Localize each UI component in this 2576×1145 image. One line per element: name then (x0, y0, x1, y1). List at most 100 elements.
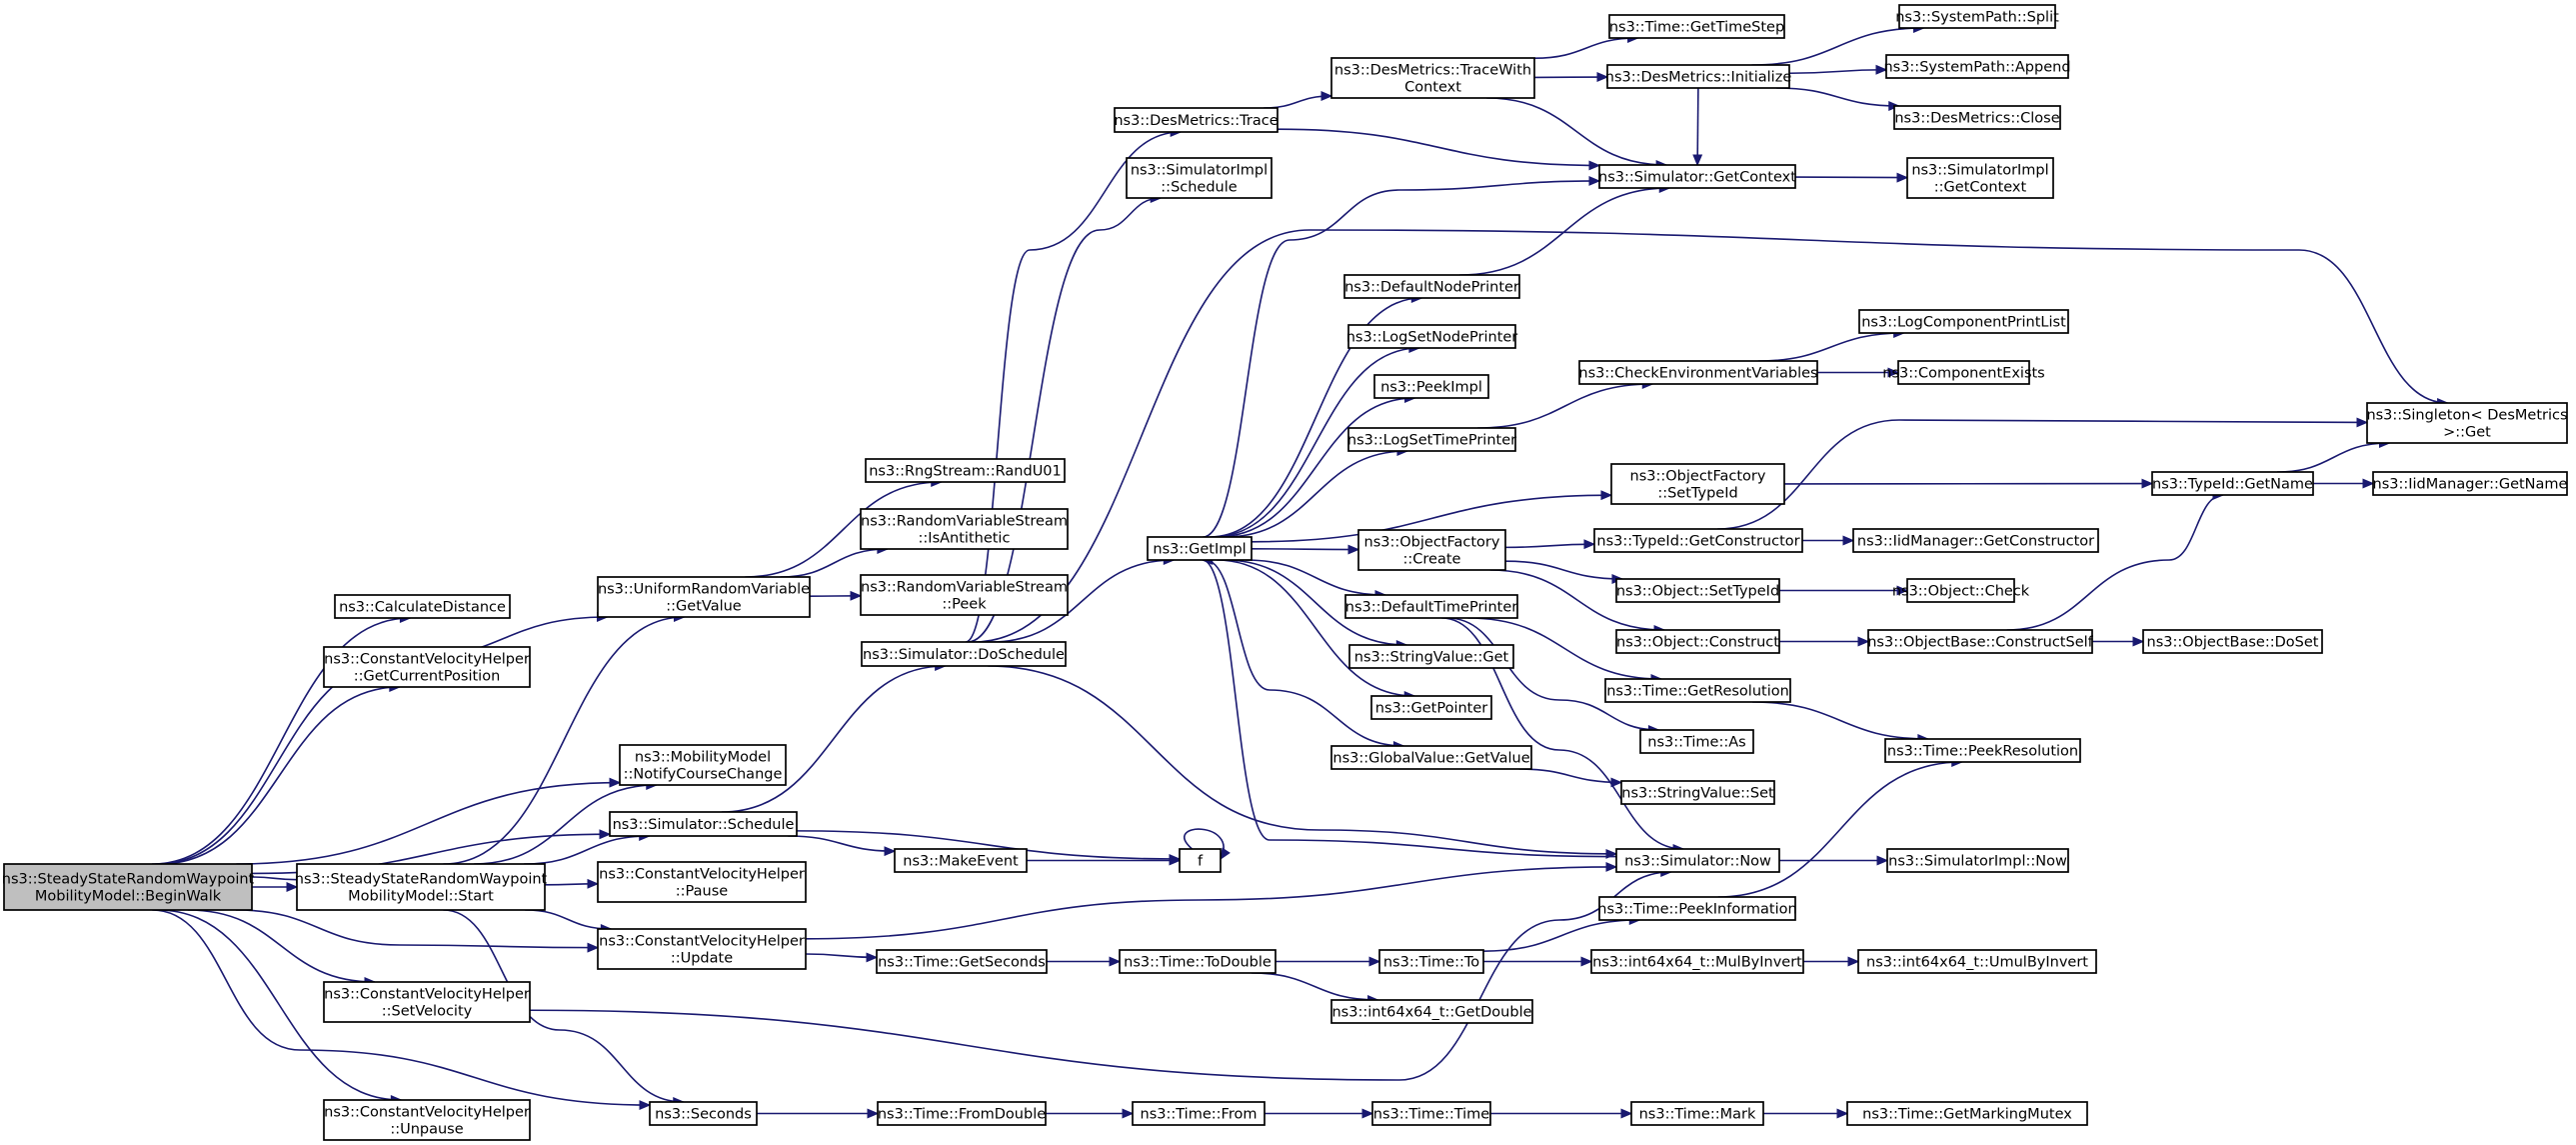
node-time-gettimestep[interactable]: ns3::Time::GetTimeStep (1608, 14, 1785, 39)
node-seconds[interactable]: ns3::Seconds (649, 1101, 758, 1126)
node-singleton-get[interactable]: ns3::Singleton< DesMetrics>::Get (2366, 402, 2568, 444)
node-cvh-getpos[interactable]: ns3::ConstantVelocityHelper::GetCurrentP… (323, 646, 531, 688)
node-label-line: ns3::Time::To (1383, 955, 1479, 971)
node-cvh-pause[interactable]: ns3::ConstantVelocityHelper::Pause (597, 861, 807, 903)
node-globalvalue-getvalue[interactable]: ns3::GlobalValue::GetValue (1330, 745, 1532, 770)
node-box (1348, 644, 1514, 669)
node-sim-schedule[interactable]: ns3::Simulator::Schedule (609, 811, 798, 837)
node-box (1593, 528, 1803, 553)
node-des-trace[interactable]: ns3::DesMetrics::Trace (1114, 107, 1279, 133)
node-time-peekinfo[interactable]: ns3::Time::PeekInformation (1597, 896, 1797, 921)
node-componentexists[interactable]: ns3::ComponentExists (1882, 360, 2045, 385)
node-objfactory-settypeid[interactable]: ns3::ObjectFactory::SetTypeId (1610, 463, 1785, 505)
node-mm-notify[interactable]: ns3::MobilityModel::NotifyCourseChange (619, 744, 787, 786)
node-makeevent[interactable]: ns3::MakeEvent (894, 848, 1028, 873)
edge-objfactory_settypeid-to-typeid_getname (1783, 478, 2154, 489)
node-time-peekresolution[interactable]: ns3::Time::PeekResolution (1884, 738, 2081, 763)
edge-objectbase_constructself-to-objectbase_doset (2092, 636, 2145, 647)
node-time-from[interactable]: ns3::Time::From (1132, 1101, 1266, 1126)
node-time-getresolution[interactable]: ns3::Time::GetResolution (1604, 678, 1791, 703)
node-sim-now[interactable]: ns3::Simulator::Now (1615, 848, 1780, 873)
node-iidmanager-getconstructor[interactable]: ns3::IidManager::GetConstructor (1852, 528, 2099, 553)
node-label-line: ns3::Simulator::GetContext (1598, 170, 1796, 186)
node-box (1846, 1101, 2088, 1126)
node-rvs-peek[interactable]: ns3::RandomVariableStream::Peek (860, 574, 1069, 616)
node-object-settypeid[interactable]: ns3::Object::SetTypeId (1615, 578, 1780, 603)
edge-sim_schedule-to-makeevent (788, 835, 897, 857)
node-box (861, 641, 1067, 667)
node-object-check[interactable]: ns3::Object::Check (1892, 578, 2030, 603)
node-simimpl-getcontext[interactable]: ns3::SimulatorImpl::GetContext (1906, 157, 2054, 199)
edge-begin-to-cvh_setvel (187, 909, 377, 987)
arrowhead (587, 878, 600, 889)
node-label-line: ns3::LogComponentPrintList (1861, 315, 2066, 331)
node-checkenv[interactable]: ns3::CheckEnvironmentVariables (1578, 360, 1818, 385)
node-urv-getvalue[interactable]: ns3::UniformRandomVariable::GetValue (597, 576, 811, 618)
node-calcdist[interactable]: ns3::CalculateDistance (334, 594, 511, 619)
node-rng-randu01[interactable]: ns3::RngStream::RandU01 (865, 458, 1066, 483)
node-objfactory-create[interactable]: ns3::ObjectFactory::Create (1357, 529, 1506, 571)
node-time-todouble[interactable]: ns3::Time::ToDouble (1119, 949, 1277, 974)
node-sim-doschedule[interactable]: ns3::Simulator::DoSchedule (861, 641, 1067, 667)
arrowhead (1588, 175, 1601, 186)
node-label-line: ns3::SystemPath::Append (1883, 60, 2070, 76)
node-int64-umulbyinvert[interactable]: ns3::int64x64_t::UmulByInvert (1857, 949, 2097, 974)
node-des-initialize[interactable]: ns3::DesMetrics::Initialize (1605, 64, 1792, 89)
arrowhead (1580, 956, 1593, 967)
node-cvh-setvel[interactable]: ns3::ConstantVelocityHelper::SetVelocity (323, 981, 531, 1023)
node-objectbase-doset[interactable]: ns3::ObjectBase::DoSet (2142, 629, 2323, 654)
node-int64-mulbyinvert[interactable]: ns3::int64x64_t::MulByInvert (1590, 949, 1804, 974)
node-logsetnodeprinter[interactable]: ns3::LogSetNodePrinter (1346, 324, 1518, 349)
node-label-line: ns3::DefaultNodePrinter (1344, 280, 1519, 296)
node-getpointer[interactable]: ns3::GetPointer (1370, 695, 1492, 720)
node-time-fromdouble[interactable]: ns3::Time::FromDouble (877, 1101, 1047, 1126)
node-label-line: ns3::Seconds (655, 1107, 752, 1123)
node-syspath-split[interactable]: ns3::SystemPath::Split (1895, 4, 2059, 29)
node-getimpl[interactable]: ns3::GetImpl (1147, 536, 1253, 561)
node-label-line: Context (1404, 80, 1461, 96)
node-label-line: ns3::CalculateDistance (339, 600, 506, 616)
node-syspath-append[interactable]: ns3::SystemPath::Append (1883, 54, 2071, 79)
node-label-line: ns3::StringValue::Set (1621, 786, 1774, 802)
node-label-line: MobilityModel::Start (348, 889, 494, 905)
node-time-mark[interactable]: ns3::Time::Mark (1630, 1101, 1764, 1126)
node-time-as[interactable]: ns3::Time::As (1639, 729, 1754, 754)
node-sim-getcontext[interactable]: ns3::Simulator::GetContext (1598, 164, 1796, 189)
node-label-line: ns3::ConstantVelocityHelper (599, 867, 805, 883)
node-iidmanager-getname[interactable]: ns3::IidManager::GetName (2372, 471, 2568, 496)
node-label-line: ns3::Time::PeekInformation (1597, 902, 1796, 918)
node-objectbase-constructself[interactable]: ns3::ObjectBase::ConstructSelf (1867, 629, 2094, 654)
node-box (1852, 528, 2099, 553)
node-f[interactable]: f (1179, 848, 1222, 873)
node-time-getseconds[interactable]: ns3::Time::GetSeconds (876, 949, 1048, 974)
node-logsettimeprinter[interactable]: ns3::LogSetTimePrinter (1347, 427, 1516, 452)
node-typeid-getconstructor[interactable]: ns3::TypeId::GetConstructor (1593, 528, 1803, 553)
node-logcomponentprintlist[interactable]: ns3::LogComponentPrintList (1858, 309, 2069, 334)
node-cvh-update[interactable]: ns3::ConstantVelocityHelper::Update (597, 928, 807, 970)
node-label-line: ns3::ConstantVelocityHelper (324, 652, 530, 668)
node-cvh-unpause[interactable]: ns3::ConstantVelocityHelper::Unpause (323, 1099, 531, 1141)
node-stringvalue-set[interactable]: ns3::StringValue::Set (1620, 780, 1775, 805)
node-start[interactable]: ns3::SteadyStateRandomWaypointMobilityMo… (295, 863, 548, 911)
node-object-construct[interactable]: ns3::Object::Construct (1615, 629, 1780, 654)
node-defnodeprinter[interactable]: ns3::DefaultNodePrinter (1343, 274, 1520, 299)
node-int64-getdouble[interactable]: ns3::int64x64_t::GetDouble (1330, 999, 1533, 1024)
node-label-line: ns3::TypeId::GetConstructor (1596, 534, 1799, 550)
node-rvs-isanti[interactable]: ns3::RandomVariableStream::IsAntithetic (860, 508, 1069, 550)
node-box (1608, 14, 1785, 39)
node-simimpl-schedule[interactable]: ns3::SimulatorImpl::Schedule (1126, 157, 1273, 199)
node-stringvalue-get[interactable]: ns3::StringValue::Get (1348, 644, 1514, 669)
node-deftimeprinter[interactable]: ns3::DefaultTimePrinter (1344, 594, 1518, 619)
node-time-getmarkingmutex[interactable]: ns3::Time::GetMarkingMutex (1846, 1101, 2088, 1126)
node-peekimpl[interactable]: ns3::PeekImpl (1373, 374, 1489, 399)
node-time-time[interactable]: ns3::Time::Time (1371, 1101, 1491, 1126)
node-simimpl-now[interactable]: ns3::SimulatorImpl::Now (1886, 848, 2069, 873)
edge-begin-to-mm_notify (236, 777, 622, 865)
edge-objfactory_create-to-typeid_getconstructor (1504, 539, 1596, 550)
node-typeid-getname[interactable]: ns3::TypeId::GetName (2151, 471, 2314, 496)
node-des-close[interactable]: ns3::DesMetrics::Close (1893, 105, 2061, 130)
node-begin[interactable]: ns3::SteadyStateRandomWaypointMobilityMo… (2, 863, 255, 911)
arrowhead (1169, 855, 1182, 866)
node-time-to[interactable]: ns3::Time::To (1378, 949, 1484, 974)
